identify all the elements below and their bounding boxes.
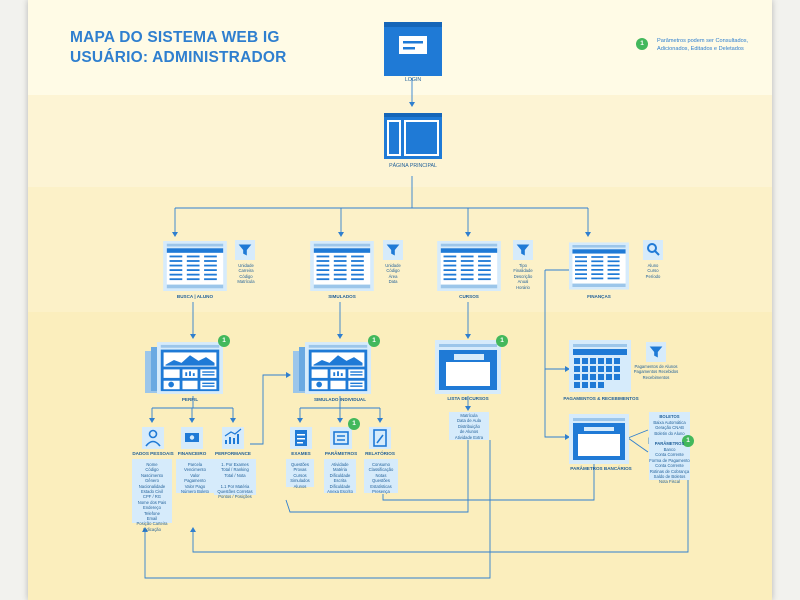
busca-aluno-screen[interactable] bbox=[163, 241, 227, 291]
perfil-label: PERFIL bbox=[181, 397, 199, 402]
filter-icon[interactable] bbox=[513, 240, 533, 260]
financeiro-list: Parcela Vencimento Valor Pagamento Valor… bbox=[181, 462, 209, 495]
boletos-title: BOLETOS bbox=[659, 414, 680, 419]
exames-panel bbox=[286, 459, 314, 487]
simulado-individual-screen[interactable] bbox=[293, 342, 371, 394]
simulados-filter-list: Unidade Código Área Data bbox=[385, 263, 401, 285]
search-icon[interactable] bbox=[643, 240, 663, 260]
lista-cursos-list: Matrícula Data de Aula Distribuição de A… bbox=[454, 413, 484, 440]
edit-badge bbox=[496, 335, 508, 347]
simulado-individual-label: SIMULADO INDIVIDUAL bbox=[313, 397, 367, 402]
parametros-bancarios-title: PARÂMETROS bbox=[654, 441, 685, 446]
financas-screen[interactable] bbox=[569, 242, 629, 290]
report-icon[interactable] bbox=[369, 427, 391, 449]
financas-label: FINANÇAS bbox=[587, 294, 611, 299]
settings-icon[interactable] bbox=[330, 427, 352, 449]
map-title: MAPA DO SISTEMA WEB IG bbox=[70, 29, 280, 46]
edit-badge bbox=[348, 418, 360, 430]
financas-filter-list: Aluno Curso Período bbox=[645, 263, 661, 279]
performance-list: 1. Por Exames Total / Ranking Total / No… bbox=[217, 462, 253, 500]
lista-de-cursos-screen[interactable] bbox=[435, 340, 501, 394]
login-screen[interactable] bbox=[384, 22, 442, 76]
badge-label: 1 bbox=[372, 337, 376, 344]
money-icon[interactable] bbox=[181, 427, 203, 449]
boletos-panel bbox=[649, 412, 690, 438]
parametros-label: PARÂMETROS bbox=[324, 451, 358, 456]
performance-label: PERFORMANCE bbox=[215, 451, 251, 456]
parametros-bancarios-list: Banco Conta Corrente Forma de Pagamento … bbox=[649, 447, 690, 485]
map-subtitle: USUÁRIO: ADMINISTRADOR bbox=[70, 49, 287, 66]
site-map-poster: MAPA DO SISTEMA WEB IG USUÁRIO: ADMINIST… bbox=[28, 0, 772, 600]
simulados-label: SIMULADOS bbox=[328, 294, 356, 299]
busca-aluno-label: BUSCA | ALUNO bbox=[176, 294, 214, 299]
pagina-principal-label: PÁGINA PRINCIPAL bbox=[389, 163, 437, 169]
badge-label: 1 bbox=[686, 437, 690, 444]
pagamentos-label: PAGAMENTOS & RECEBIMENTOS bbox=[563, 396, 639, 401]
cursos-label: CURSOS bbox=[459, 294, 479, 299]
dados-pessoais-panel bbox=[132, 459, 172, 523]
login-label: LOGIN bbox=[404, 77, 422, 83]
parametros-bancarios-panel bbox=[649, 438, 690, 480]
badge-label: 1 bbox=[222, 337, 226, 344]
filter-icon[interactable] bbox=[383, 240, 403, 260]
cursos-screen[interactable] bbox=[437, 241, 501, 291]
relatorios-label: RELATÓRIOS bbox=[365, 451, 395, 456]
connector-lines bbox=[142, 78, 689, 579]
relatorios-panel bbox=[364, 459, 398, 493]
parametros-list: Atividade Matéria Dificuldade Escrita Di… bbox=[327, 462, 353, 495]
relatorios-list: Consumo Classificação Notas Questões Est… bbox=[368, 462, 394, 495]
filter-icon[interactable] bbox=[235, 240, 255, 260]
legend-badge-label: 1 bbox=[640, 40, 644, 47]
badge-label: 1 bbox=[500, 337, 504, 344]
performance-panel bbox=[214, 459, 256, 495]
legend-text: Parâmetros podem ser Consultados, Adicio… bbox=[657, 38, 749, 52]
lista-cursos-panel bbox=[449, 412, 489, 440]
filter-icon[interactable] bbox=[646, 342, 666, 362]
dados-pessoais-list: Nome Código Nascimento Gênero Nacionalid… bbox=[136, 462, 168, 532]
parametros-panel bbox=[324, 459, 356, 493]
pagamentos-screen[interactable] bbox=[569, 340, 631, 392]
parametros-bancarios-screen[interactable] bbox=[569, 414, 629, 464]
chart-up-icon[interactable] bbox=[222, 427, 244, 449]
dados-pessoais-label: DADOS PESSOAIS bbox=[132, 451, 174, 456]
perfil-screen[interactable] bbox=[145, 342, 223, 394]
edit-badge bbox=[368, 335, 380, 347]
simulados-screen[interactable] bbox=[310, 241, 374, 291]
lista-de-cursos-label: LISTA DE CURSOS bbox=[447, 396, 489, 401]
financeiro-label: FINANCEIRO bbox=[177, 451, 207, 456]
cursos-filter-list: Tipo Finalidade Descrição Anual Horário bbox=[513, 263, 533, 290]
edit-badge bbox=[218, 335, 230, 347]
user-icon[interactable] bbox=[142, 427, 164, 449]
exames-label: EXAMES bbox=[291, 451, 311, 456]
edit-badge bbox=[682, 435, 694, 447]
parametros-bancarios-label: PARÂMETROS BANCÁRIOS bbox=[570, 466, 632, 471]
exames-list: Questões Provas Cursos Simulados Alunos bbox=[290, 462, 310, 489]
main-page-screen[interactable] bbox=[384, 113, 442, 159]
financeiro-panel bbox=[176, 459, 214, 493]
boletos-list: Baixa Automática Geração CNAB Boletin do… bbox=[653, 420, 686, 436]
document-icon[interactable] bbox=[290, 427, 312, 449]
pagamentos-filter-list: Pagamentos de Alunos Pagamentos Recebido… bbox=[633, 364, 679, 380]
busca-filter-list: Unidade Carreira Código Matrícula bbox=[237, 263, 255, 285]
diagram-canvas bbox=[132, 22, 694, 579]
legend-badge bbox=[636, 38, 648, 50]
badge-label: 1 bbox=[352, 420, 356, 427]
